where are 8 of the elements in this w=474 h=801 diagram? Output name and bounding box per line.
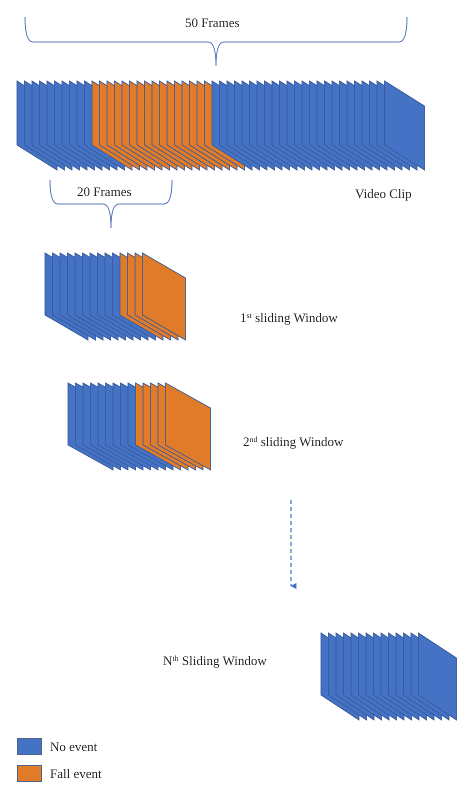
frame-count-label: 50 Frames: [185, 15, 240, 30]
legend-label: Fall event: [50, 766, 102, 781]
frame-count-label: 20 Frames: [77, 184, 132, 199]
window-label: 2$^{nd}$ sliding Window: [243, 434, 344, 449]
legend-label: No event: [50, 739, 98, 754]
clip-label: Video Clip: [355, 186, 412, 201]
window-label: N$^{th}$ Sliding Window: [163, 653, 267, 668]
window-label: 1$^{st}$ sliding Window: [240, 310, 338, 325]
